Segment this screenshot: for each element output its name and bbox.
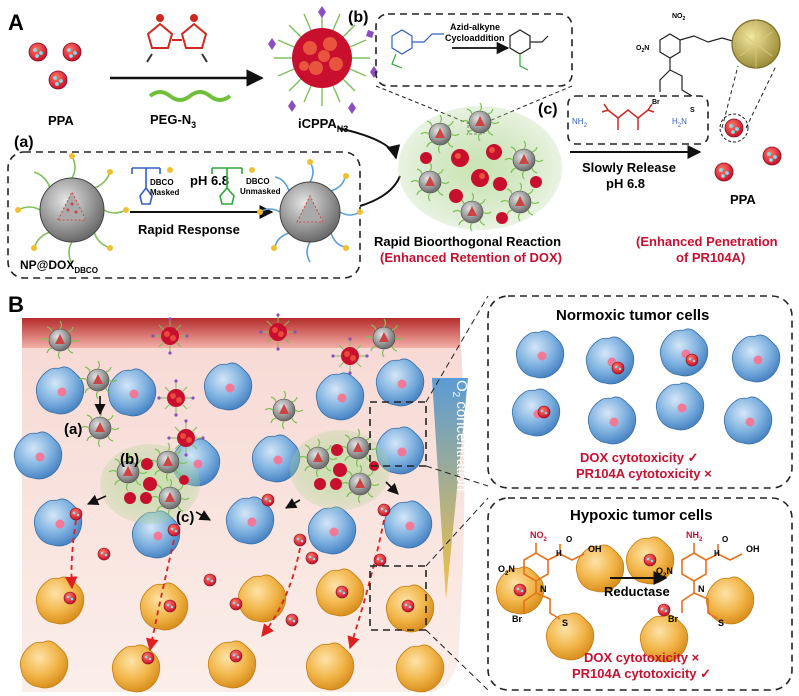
hypoxic-zoom-line-1 — [425, 497, 489, 567]
chem-h-right: H — [714, 549, 720, 558]
ppa-released-icon-2 — [762, 146, 782, 166]
prodrug-no2-top: NO2 — [672, 13, 686, 22]
sub-a-label: (a) — [14, 134, 34, 151]
dbco-nanoparticle-icon — [15, 153, 129, 265]
dbco-masked-1: DBCO — [150, 178, 174, 187]
chem-s-left: S — [562, 618, 568, 628]
normoxic-zoom-cells — [511, 328, 781, 445]
unmasked-nanoparticle-icon — [257, 159, 363, 263]
nh2-right-label: H2N — [672, 117, 687, 129]
icppa-label: iCPPAN3 — [298, 116, 348, 134]
masked-polymer-icon — [131, 167, 173, 205]
prodrug-zoom-line-2 — [745, 65, 777, 129]
chem-br-right: Br — [668, 614, 678, 624]
bottom-sub-c: (c) — [176, 509, 194, 526]
normoxic-selection-box — [369, 401, 427, 467]
dbco-ring-icon — [509, 29, 549, 71]
normoxic-dox-label: DOX cytotoxicity ✓ — [580, 450, 699, 465]
peg-n3-label: PEG-N3 — [150, 112, 196, 130]
slowly-release-label: Slowly Release — [582, 160, 676, 175]
chem-no2-label: NO2 — [530, 530, 548, 543]
maleic-acid-icon — [601, 103, 655, 130]
chem-n-left: N — [540, 584, 547, 594]
normoxic-zoom-line-2 — [425, 465, 489, 487]
normoxic-box — [487, 295, 793, 489]
diffusion-arrows — [64, 519, 385, 652]
merge-arrow-1 — [337, 127, 401, 160]
chem-h-left: H — [556, 549, 562, 558]
rapid-response-label: Rapid Response — [138, 222, 240, 237]
triazole-icon — [391, 29, 444, 69]
unmasked-polymer-icon — [211, 167, 255, 205]
np-dox-label: NP@DOXDBCO — [20, 258, 98, 275]
hypoxic-box — [487, 497, 793, 691]
chem-o-left: O — [566, 535, 572, 544]
normoxic-pr-label: PR104A cytotoxicity × — [576, 466, 712, 481]
zoom-line-2 — [481, 85, 573, 125]
release-ph-label: pH 6.8 — [606, 176, 645, 191]
rapid-bio-label: Rapid Bioorthogonal Reaction — [374, 234, 561, 249]
iCPPA-icon — [268, 6, 378, 114]
hypoxic-zoom-line-2 — [425, 629, 489, 691]
o2-label: O2 concentration — [450, 380, 470, 491]
chem-n-right: N — [698, 584, 705, 594]
hypoxic-pr-label: PR104A cytotoxicity ✓ — [572, 666, 711, 681]
peg-chain-icon — [148, 90, 232, 102]
bottom-sub-b: (b) — [120, 451, 139, 468]
prodrug-zoom-line-1 — [721, 65, 739, 129]
ppa-nanoparticle-icon — [28, 42, 82, 90]
dbco-masked-2: Masked — [150, 188, 179, 197]
prodrug-zoom-circle — [719, 113, 749, 143]
azide-label-2: Cycloaddition — [445, 33, 505, 43]
chem-oh-right: OH — [746, 544, 760, 554]
chem-o-right: O — [722, 535, 728, 544]
enhanced-retention-label: (Enhanced Retention of DOX) — [380, 250, 562, 265]
panel-b-box — [375, 13, 573, 87]
normoxic-title: Normoxic tumor cells — [556, 307, 709, 324]
panel-a-letter: A — [8, 10, 24, 35]
chem-br-left: Br — [512, 614, 522, 624]
prodrug-br-top: Br — [652, 99, 660, 106]
o2-gradient-bar — [432, 378, 468, 600]
hypoxic-title: Hypoxic tumor cells — [570, 507, 713, 524]
reductase-label: Reductase — [604, 584, 670, 599]
hypoxic-selection-box — [369, 565, 427, 631]
gel-cluster-icon — [398, 102, 562, 232]
ppa-label-right: PPA — [730, 192, 756, 207]
pr104a-structure-icon — [523, 543, 585, 620]
enhanced-penetration-2: of PR104A) — [676, 250, 745, 265]
prodrug-o2n-top: O2N — [636, 45, 649, 54]
nh2-left-label: NH2 — [572, 117, 588, 129]
chem-s-right: S — [718, 618, 724, 628]
bottom-sub-a: (a) — [64, 421, 82, 438]
ph-label: pH 6.8 — [190, 173, 229, 188]
ppa-zoom-icon — [724, 118, 744, 138]
sub-c-label: (c) — [538, 101, 558, 118]
chem-o2n-left: O2N — [498, 564, 515, 577]
maleic-anhydride-icon — [146, 14, 208, 63]
ppa-label: PPA — [48, 113, 74, 128]
dbco-unmasked-1: DBCO — [246, 177, 270, 186]
normoxic-zoom-line-1 — [425, 295, 489, 403]
ppa-released-icon-1 — [714, 162, 734, 182]
azide-label-1: Azid-alkyne — [450, 22, 500, 32]
blood-vessel — [22, 318, 460, 348]
prodrug-s-top: S — [690, 107, 695, 114]
chem-o2n-right: O2N — [656, 566, 673, 579]
panel-c-box — [567, 95, 709, 145]
dbco-unmasked-2: Unmasked — [240, 187, 281, 196]
chem-nh2-label: NH2 — [686, 530, 703, 543]
enhanced-penetration-1: (Enhanced Penetration — [636, 234, 778, 249]
chem-oh-left: OH — [588, 544, 602, 554]
pr104h-structure-icon — [681, 543, 743, 620]
panel-a-box — [7, 151, 361, 279]
sub-b-label: (b) — [348, 9, 368, 26]
merge-arrow-2 — [359, 175, 401, 207]
prodrug-structure-icon — [659, 19, 781, 97]
hypoxic-dox-label: DOX cytotoxicity × — [584, 650, 700, 665]
panel-b-letter: B — [8, 292, 24, 317]
short-black-arrows — [86, 396, 399, 521]
